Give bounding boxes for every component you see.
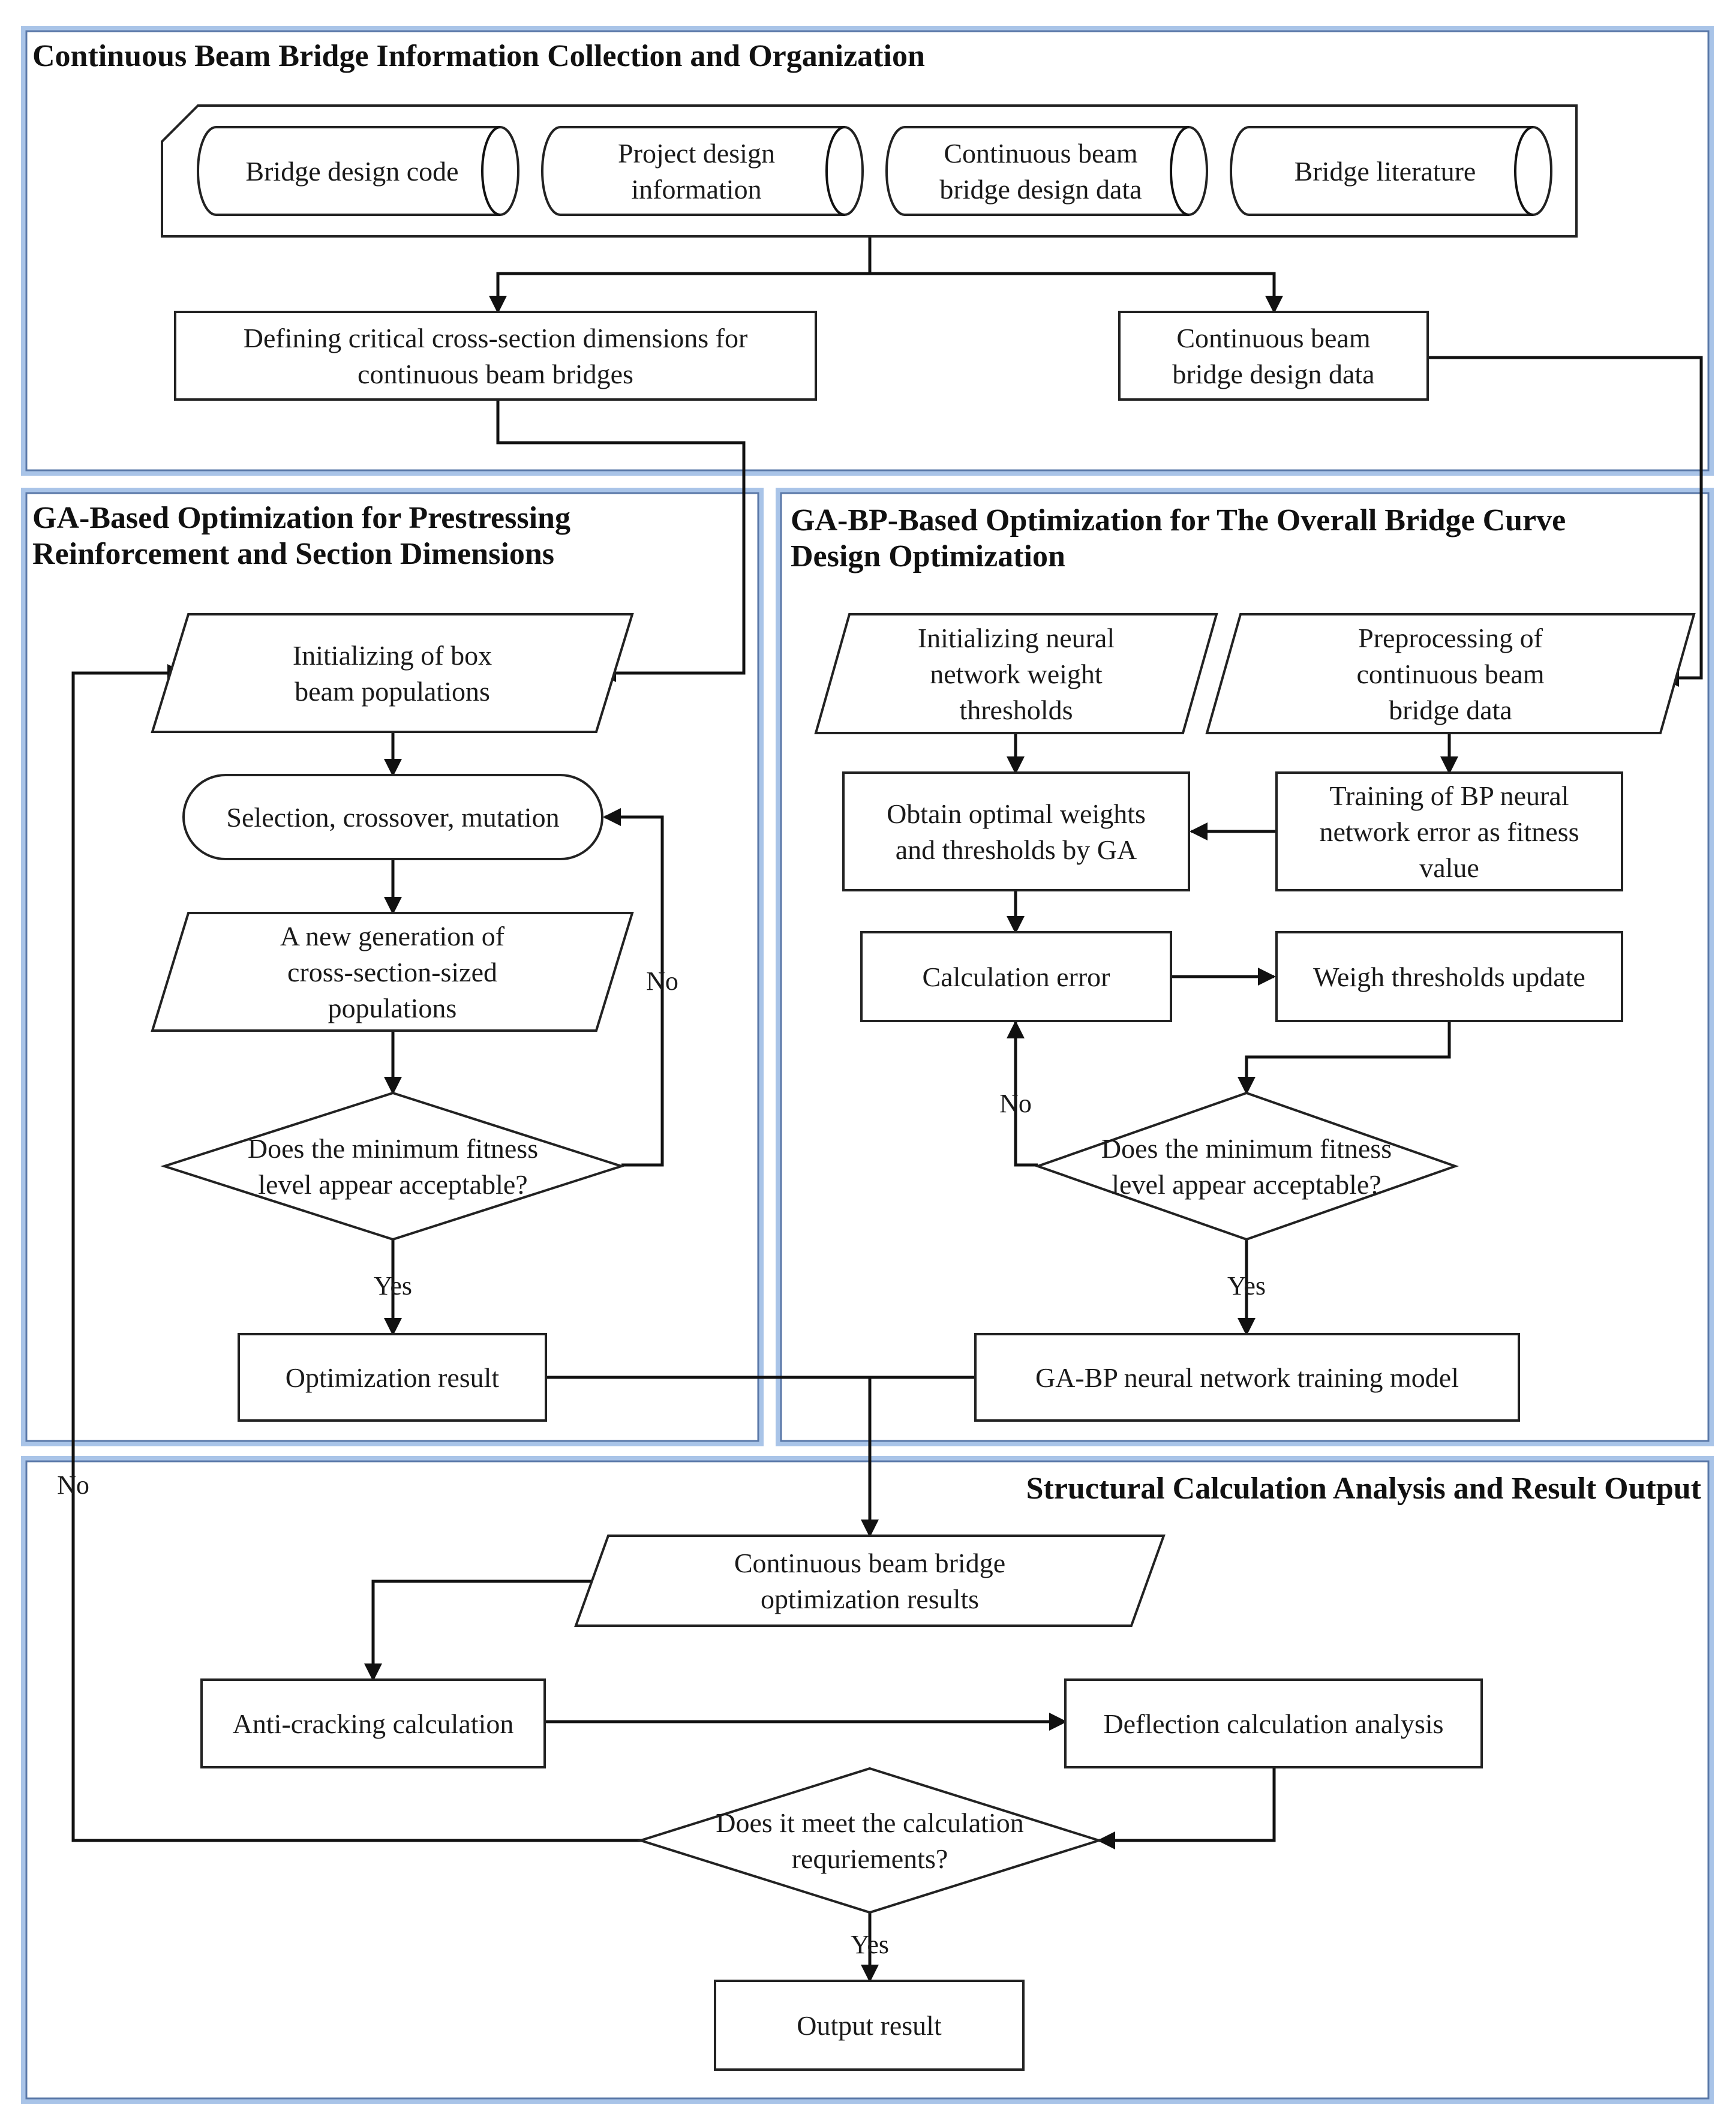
connector-deflection-to-decision — [1097, 1767, 1276, 1849]
node-init-nn-text-line3: thresholds — [959, 695, 1073, 725]
data-source-3-text-line2: bridge design data — [939, 174, 1142, 205]
label-ga-no: No — [646, 966, 678, 996]
node-calc-decision-text-line2: requriements? — [792, 1843, 948, 1874]
node-init-box-text-line2: beam populations — [295, 676, 490, 707]
node-preprocess-text-line3: bridge data — [1389, 695, 1512, 725]
node-training: Training of BP neural network error as fi… — [1275, 771, 1623, 891]
data-sources-group: Bridge design code Project design informat… — [197, 126, 1552, 216]
panel-gabp: GA-BP-Based Optimization for The Overall… — [776, 488, 1714, 1446]
node-bp-decision-text-line1: Does the minimum fitness — [1101, 1133, 1392, 1164]
node-optimal-weights: Obtain optimal weights and thresholds by … — [842, 771, 1190, 891]
panel-structural-title: Structural Calculation Analysis and Resu… — [1026, 1472, 1702, 1506]
connector-to-design-data — [870, 272, 1283, 314]
node-output-text-line1: Output result — [797, 2010, 942, 2041]
node-bp-model: GA-BP neural network training model — [974, 1333, 1520, 1422]
panel-ga: GA-Based Optimization for Prestressing R… — [21, 488, 764, 1446]
node-init-box: Initializing of box beam populations — [151, 613, 634, 733]
label-calc-yes: Yes — [851, 1930, 889, 1959]
connector-calc-no-loop — [71, 664, 641, 1842]
node-critical-section-text-line2: continuous beam bridges — [358, 359, 633, 389]
panel-collection: Continuous Beam Bridge Information Colle… — [21, 26, 1714, 476]
node-ga-decision-text-line1: Does the minimum fitness — [248, 1133, 538, 1164]
node-training-text-line1: Training of BP neural — [1329, 780, 1569, 811]
connectors — [71, 236, 1703, 1983]
node-ga-decision-text-line2: level appear acceptable? — [258, 1169, 527, 1200]
connector-to-critical-section — [489, 272, 870, 314]
edge-labels: No Yes No Yes No Yes — [57, 966, 1266, 1959]
node-opt-results: Continuous beam bridge optimization resul… — [574, 1535, 1166, 1627]
node-training-text-line3: value — [1419, 852, 1479, 883]
node-calc-decision: Does it meet the calculation requriements… — [636, 1767, 1103, 1914]
node-deflection-text-line1: Deflection calculation analysis — [1103, 1708, 1443, 1739]
node-output: Output result — [714, 1980, 1025, 2071]
node-preprocess: Preprocessing of continuous beam bridge da… — [1205, 613, 1696, 734]
data-source-3-text-line1: Continuous beam — [944, 138, 1137, 169]
node-ga-result-text-line1: Optimization result — [286, 1362, 500, 1393]
panel-collection-title: Continuous Beam Bridge Information Colle… — [32, 39, 925, 73]
node-design-data-text-line2: bridge design data — [1172, 359, 1374, 389]
data-source-4-text-line1: Bridge literature — [1295, 156, 1476, 187]
sources-container — [161, 104, 1578, 238]
node-critical-section: Defining critical cross-section dimensio… — [174, 311, 817, 401]
node-bp-decision: Does the minimum fitness level appear acc… — [1034, 1091, 1459, 1241]
node-bp-model-text-line1: GA-BP neural network training model — [1035, 1362, 1459, 1393]
node-weight-update-text-line1: Weigh thresholds update — [1313, 962, 1585, 992]
node-calc-error: Calculation error — [860, 931, 1172, 1022]
data-source-1-text-line1: Bridge design code — [245, 156, 458, 187]
node-bp-decision-text-line2: level appear acceptable? — [1112, 1169, 1381, 1200]
panel-gabp-title-line2: Design Optimization — [791, 539, 1065, 573]
connector-design-data-to-preprocess — [1428, 356, 1703, 687]
node-preprocess-text-line1: Preprocessing of — [1358, 623, 1543, 653]
node-selection: Selection, crossover, mutation — [182, 774, 603, 860]
panel-gabp-title-line1: GA-BP-Based Optimization for The Overall… — [791, 503, 1566, 537]
node-optimal-weights-text-line2: and thresholds by GA — [896, 834, 1137, 865]
node-init-nn: Initializing neural network weight thresho… — [814, 613, 1218, 734]
label-ga-yes: Yes — [374, 1271, 412, 1301]
panel-structural: Structural Calculation Analysis and Resu… — [21, 1456, 1714, 2104]
panel-ga-title-line1: GA-Based Optimization for Prestressing — [32, 501, 570, 535]
label-bp-no: No — [999, 1089, 1032, 1118]
node-ga-decision: Does the minimum fitness level appear acc… — [160, 1091, 626, 1241]
data-source-1: Bridge design code — [197, 126, 519, 216]
node-new-generation: A new generation of cross-section-sized po… — [151, 912, 634, 1032]
node-init-nn-text-line2: network weight — [930, 659, 1103, 689]
connector-update-to-decision — [1238, 1021, 1451, 1095]
data-source-3: Continuous beam bridge design data — [885, 126, 1208, 216]
node-anti-crack: Anti-cracking calculation — [200, 1678, 546, 1768]
node-init-nn-text-line1: Initializing neural — [918, 623, 1115, 653]
label-calc-no: No — [57, 1470, 89, 1500]
node-training-text-line2: network error as fitness — [1319, 816, 1579, 847]
node-ga-result: Optimization result — [238, 1333, 547, 1422]
connector-bp-no-loop — [1007, 1020, 1038, 1167]
node-deflection: Deflection calculation analysis — [1064, 1678, 1483, 1768]
node-design-data: Continuous beam bridge design data — [1118, 311, 1429, 401]
panel-ga-title-line2: Reinforcement and Section Dimensions — [32, 537, 554, 571]
flowchart-shapes: Defining critical cross-section dimensio… — [151, 311, 1696, 2071]
data-source-2: Project design information — [541, 126, 864, 216]
node-preprocess-text-line2: continuous beam — [1357, 659, 1545, 689]
node-anti-crack-text-line1: Anti-cracking calculation — [233, 1708, 514, 1739]
label-bp-yes: Yes — [1227, 1271, 1266, 1301]
node-opt-results-text-line2: optimization results — [761, 1584, 979, 1614]
node-optimal-weights-text-line1: Obtain optimal weights — [887, 798, 1146, 829]
node-design-data-text-line1: Continuous beam — [1176, 323, 1370, 353]
data-source-2-text-line1: Project design — [618, 138, 775, 169]
node-calc-decision-text-line1: Does it meet the calculation — [716, 1807, 1023, 1838]
connector-critical-to-init-box — [496, 400, 746, 682]
data-source-2-text-line2: information — [631, 174, 761, 205]
node-selection-text-line1: Selection, crossover, mutation — [226, 802, 559, 833]
connector-ga-no-loop — [603, 808, 664, 1167]
connector-results-to-anticrack — [364, 1580, 606, 1681]
node-opt-results-text-line1: Continuous beam bridge — [734, 1548, 1005, 1578]
node-calc-error-text-line1: Calculation error — [923, 962, 1110, 992]
node-critical-section-text-line1: Defining critical cross-section dimensio… — [244, 323, 748, 353]
node-new-generation-text-line2: cross-section-sized — [287, 957, 497, 987]
node-init-box-text-line1: Initializing of box — [293, 640, 492, 671]
node-new-generation-text-line1: A new generation of — [280, 921, 505, 951]
data-source-4: Bridge literature — [1230, 126, 1552, 216]
node-weight-update: Weigh thresholds update — [1275, 931, 1623, 1022]
node-new-generation-text-line3: populations — [328, 993, 457, 1023]
